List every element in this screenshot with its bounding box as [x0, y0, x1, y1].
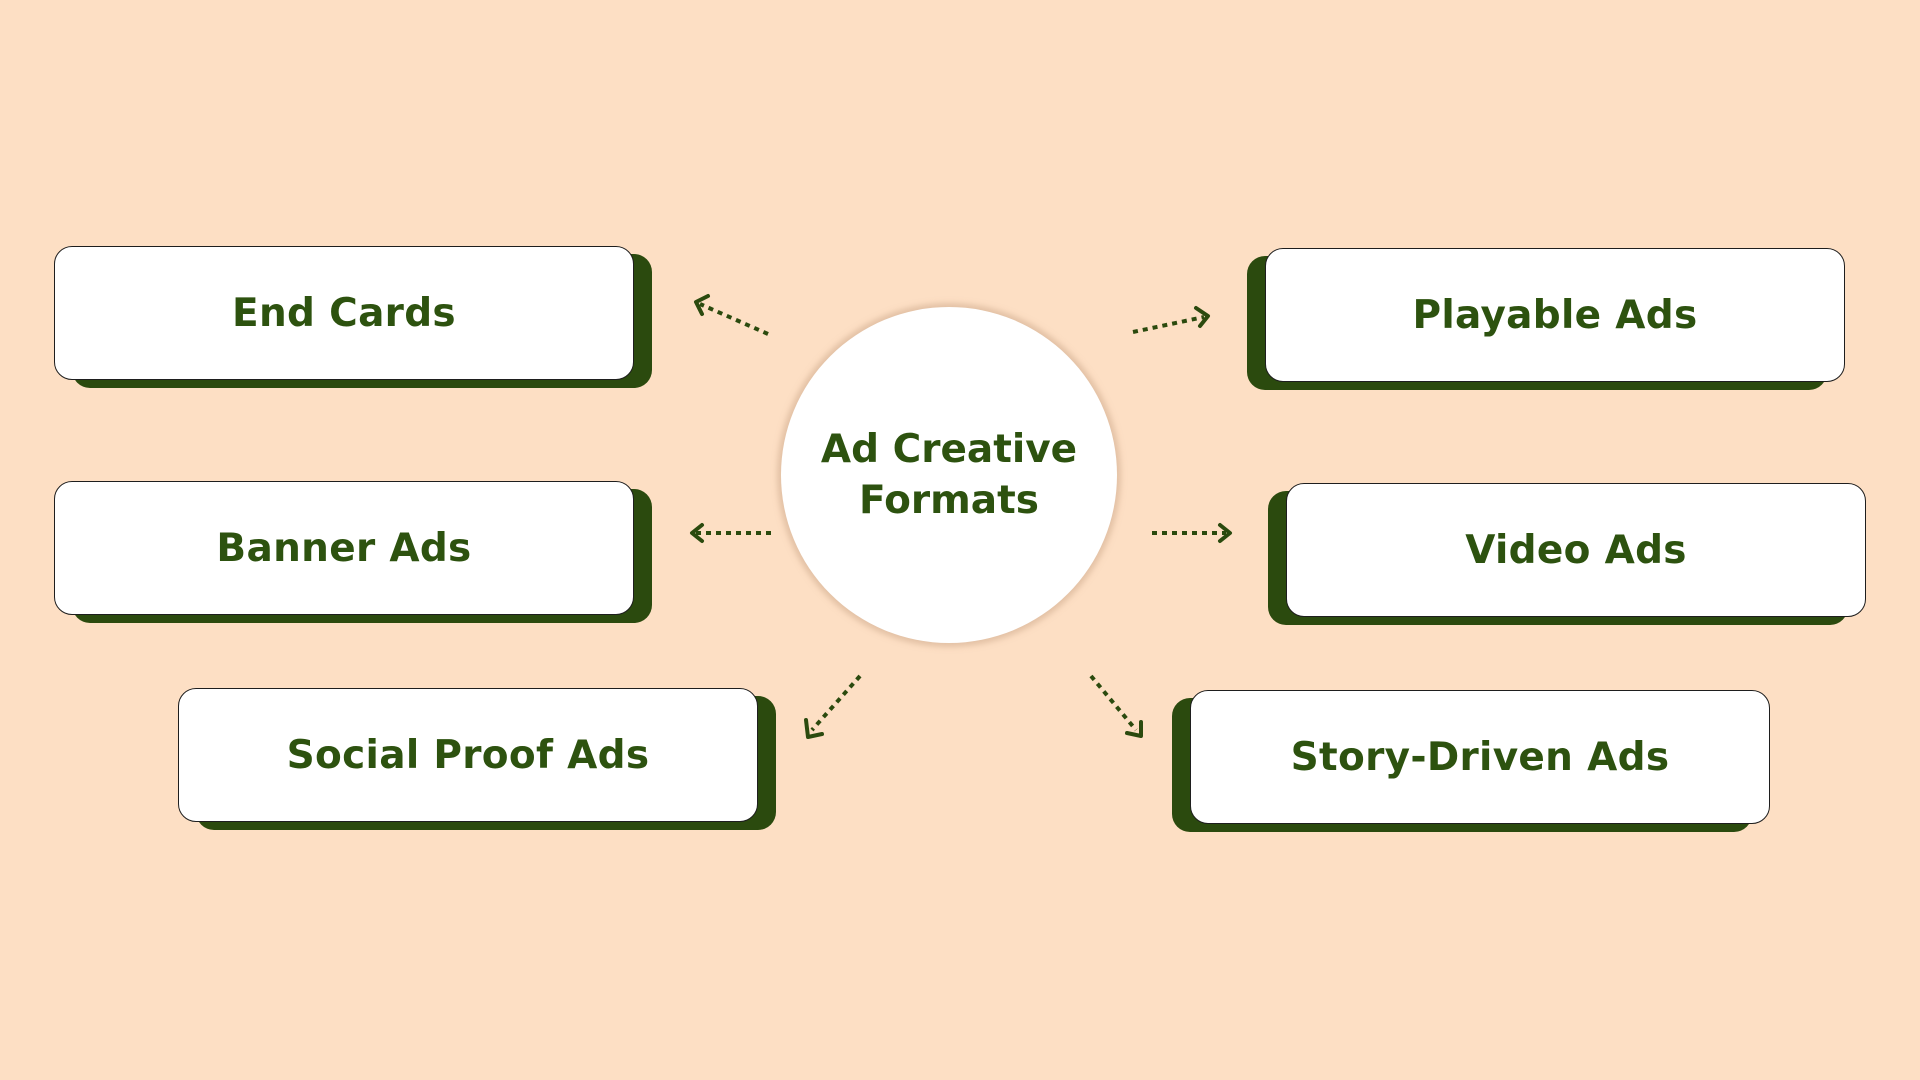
card-face: Playable Ads [1265, 248, 1845, 382]
node-label-social-proof-ads: Social Proof Ads [286, 732, 650, 778]
node-label-banner-ads: Banner Ads [216, 525, 472, 571]
arrow-to-social-proof-ads [804, 674, 862, 739]
node-label-playable-ads: Playable Ads [1412, 292, 1698, 338]
arrow-to-story-driven-ads [1089, 674, 1143, 738]
hub-title-line-2: Formats [859, 478, 1039, 523]
card-face: Story-Driven Ads [1190, 690, 1770, 824]
node-label-video-ads: Video Ads [1465, 527, 1687, 573]
card-face: Video Ads [1286, 483, 1866, 617]
card-face: End Cards [54, 246, 634, 380]
node-video-ads: Video Ads [1268, 483, 1866, 625]
arrow-to-video-ads [1152, 523, 1232, 543]
card-face: Banner Ads [54, 481, 634, 615]
arrow-to-banner-ads [690, 523, 771, 543]
node-playable-ads: Playable Ads [1247, 248, 1845, 390]
arrow-to-playable-ads [1132, 306, 1210, 334]
node-label-end-cards: End Cards [232, 290, 456, 336]
node-story-driven-ads: Story-Driven Ads [1172, 690, 1770, 832]
node-banner-ads: Banner Ads [54, 481, 652, 623]
node-label-story-driven-ads: Story-Driven Ads [1290, 734, 1670, 780]
node-social-proof-ads: Social Proof Ads [178, 688, 776, 830]
node-end-cards: End Cards [54, 246, 652, 388]
card-face: Social Proof Ads [178, 688, 758, 822]
center-hub: Ad Creative Formats [781, 307, 1117, 643]
arrow-to-end-cards [694, 294, 769, 336]
hub-title-line-1: Ad Creative [820, 427, 1078, 472]
